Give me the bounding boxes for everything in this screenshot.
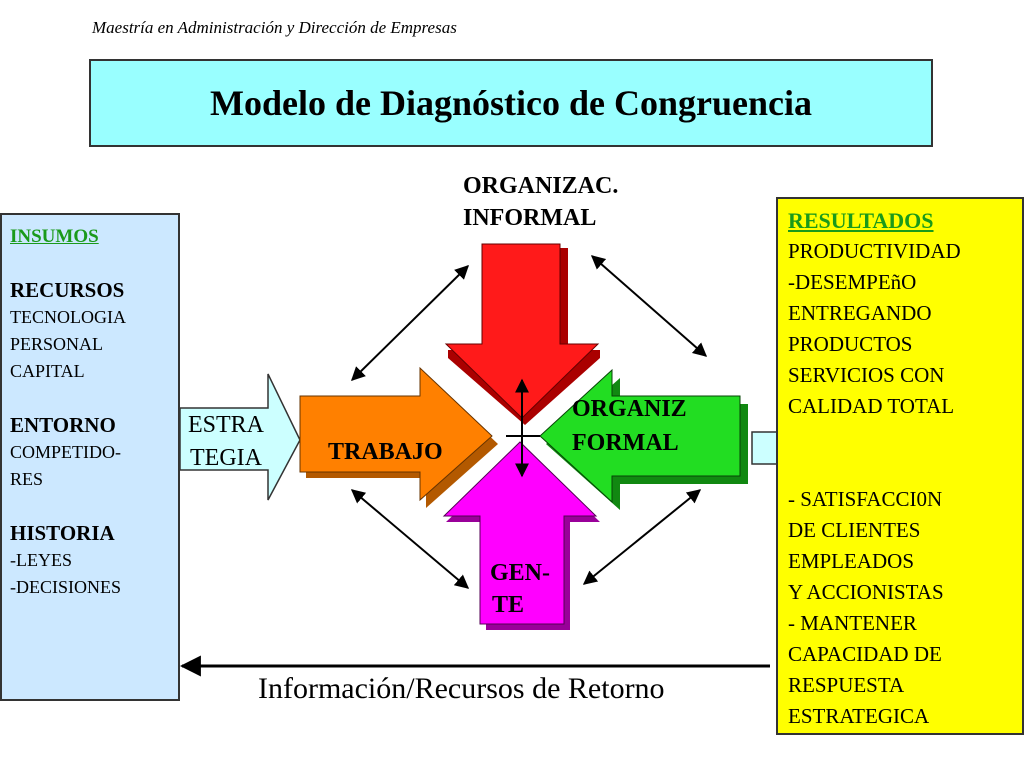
gente-label-1: GEN-: [490, 560, 550, 586]
resultados-line: [788, 453, 1012, 484]
resultados-line: [788, 422, 1012, 453]
resultados-line: -DESEMPEñO: [788, 270, 917, 294]
center-cross: [506, 378, 540, 478]
relation-arrows: [350, 255, 708, 589]
feedback-label: Información/Recursos de Retorno: [258, 672, 665, 705]
estrategia-label-2: TEGIA: [190, 445, 263, 471]
recursos-heading: RECURSOS: [10, 278, 125, 302]
insumos-heading: INSUMOS: [10, 226, 99, 247]
relation-arrow-trabajo-informal: [351, 265, 469, 381]
org-informal-label: ORGANIZAC. INFORMAL: [463, 170, 618, 234]
resultados-line: EMPLEADOS: [788, 549, 915, 573]
resultados-line: PRODUCTIVIDAD: [788, 239, 961, 263]
entorno-heading: ENTORNO: [10, 413, 116, 437]
relation-arrow-gente-formal: [582, 489, 702, 585]
recursos-item: PERSONAL: [10, 334, 104, 354]
recursos-item: TECNOLOGIA: [10, 307, 126, 327]
resultados-heading: RESULTADOS: [788, 208, 934, 233]
resultados-box: RESULTADOS PRODUCTIVIDAD -DESEMPEñO ENTREG…: [776, 197, 1024, 735]
org-informal-arrow: [444, 243, 600, 425]
historia-heading: HISTORIA: [10, 521, 115, 545]
resultados-line: Y ACCIONISTAS: [788, 580, 944, 604]
org-formal-label-1: ORGANIZ: [572, 396, 687, 422]
resultados-line: CAPACIDAD DE: [788, 642, 942, 666]
gente-label-2: TE: [492, 592, 524, 618]
resultados-line: - MANTENER: [788, 611, 917, 635]
estrategia-arrow: [179, 373, 301, 501]
relation-arrow-informal-formal: [590, 255, 708, 357]
gente-arrow: [442, 441, 600, 630]
entorno-item: RES: [10, 469, 44, 489]
resultados-line: CALIDAD TOTAL: [788, 394, 955, 418]
resultados-line: DE CLIENTES: [788, 518, 921, 542]
resultados-list: PRODUCTIVIDAD -DESEMPEñO ENTREGANDO PRODUCT…: [788, 236, 1012, 732]
entorno-item: COMPETIDO-: [10, 442, 121, 462]
estrategia-label-1: ESTRA: [188, 412, 265, 438]
org-formal-arrow: [539, 368, 748, 510]
recursos-item: CAPITAL: [10, 361, 85, 381]
historia-item: -LEYES: [10, 550, 72, 570]
page-title: Modelo de Diagnóstico de Congruencia: [210, 83, 812, 123]
resultados-line: PRODUCTOS: [788, 332, 913, 356]
insumos-box: INSUMOS RECURSOS TECNOLOGIA PERSONAL CAP…: [0, 213, 180, 701]
resultados-line: RESPUESTA: [788, 673, 905, 697]
header-subtitle: Maestría en Administración y Dirección d…: [92, 18, 457, 37]
resultados-line: - SATISFACCI0N: [788, 487, 943, 511]
historia-item: -DECISIONES: [10, 577, 121, 597]
resultados-line: ESTRATEGICA: [788, 704, 930, 728]
org-informal-label-1: ORGANIZAC.: [463, 173, 619, 199]
trabajo-label: TRABAJO: [328, 439, 443, 465]
org-formal-label-2: FORMAL: [572, 430, 679, 456]
resultados-line: ENTREGANDO: [788, 301, 932, 325]
org-informal-label-2: INFORMAL: [463, 205, 597, 231]
trabajo-arrow: [299, 366, 498, 508]
resultados-line: SERVICIOS CON: [788, 363, 945, 387]
relation-arrow-trabajo-gente: [350, 489, 470, 589]
title-box: Modelo de Diagnóstico de Congruencia: [89, 59, 933, 147]
